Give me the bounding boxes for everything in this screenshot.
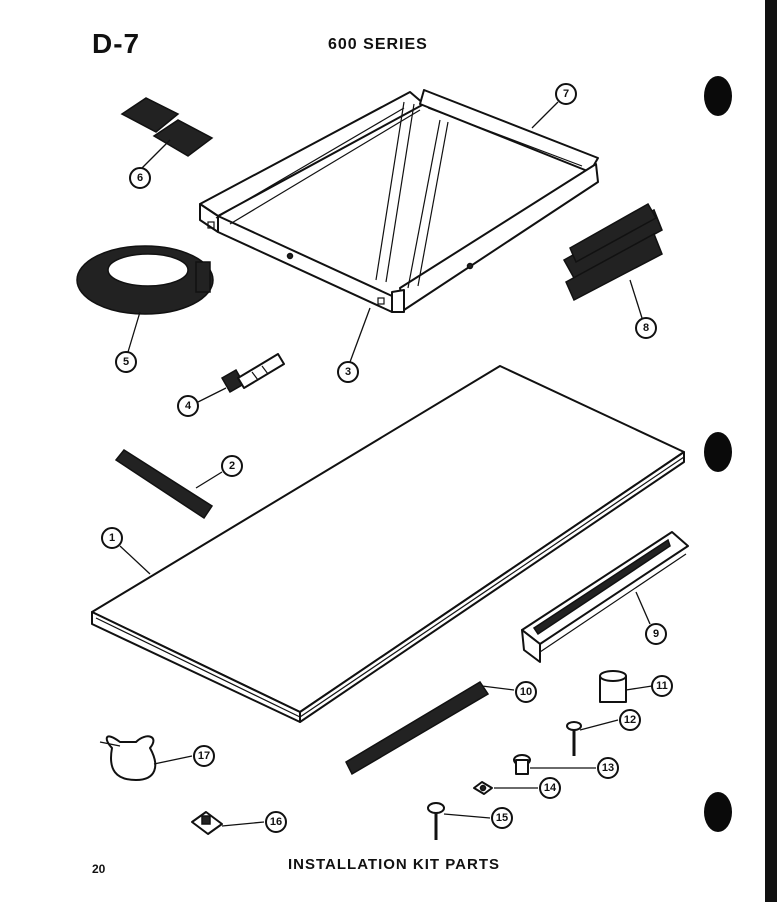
svg-text:2: 2 [229, 460, 235, 472]
binder-hole-middle [704, 432, 732, 472]
callout-4: 4 [177, 395, 199, 417]
part-4-bolt [220, 353, 285, 394]
part-12-screw [566, 721, 582, 756]
part-15-screw [427, 802, 445, 840]
callout-8: 8 [635, 317, 657, 339]
part-7-frame [199, 89, 599, 313]
callout-9: 9 [645, 623, 667, 645]
callout-2: 2 [221, 455, 243, 477]
svg-text:6: 6 [137, 172, 143, 184]
diagram-caption: INSTALLATION KIT PARTS [288, 856, 500, 873]
svg-text:15: 15 [496, 812, 508, 824]
svg-text:8: 8 [643, 322, 649, 334]
binder-hole-bottom [704, 792, 732, 832]
part-5-roll [76, 245, 214, 315]
scan-edge-bar [765, 0, 777, 902]
svg-text:12: 12 [624, 714, 636, 726]
svg-text:11: 11 [656, 680, 668, 692]
part-8-strips [562, 202, 663, 302]
part-9-rail [521, 531, 689, 663]
svg-text:1: 1 [109, 532, 115, 544]
callout-16: 16 [265, 811, 287, 833]
svg-text:5: 5 [123, 356, 129, 368]
svg-text:3: 3 [345, 366, 351, 378]
svg-text:17: 17 [198, 750, 210, 762]
svg-text:14: 14 [544, 782, 557, 794]
svg-text:13: 13 [602, 762, 614, 774]
callout-15: 15 [491, 807, 513, 829]
callout-10: 10 [515, 681, 537, 703]
svg-text:16: 16 [270, 816, 282, 828]
part-6-pads [120, 97, 214, 157]
callout-7: 7 [555, 83, 577, 105]
svg-text:9: 9 [653, 628, 659, 640]
leader-lines [119, 101, 653, 827]
callout-6: 6 [129, 167, 151, 189]
callout-5: 5 [115, 351, 137, 373]
part-1-panel [91, 365, 685, 723]
callout-12: 12 [619, 709, 641, 731]
part-13-plug [513, 754, 531, 775]
callout-17: 17 [193, 745, 215, 767]
part-17-bag [99, 735, 157, 781]
callout-13: 13 [597, 757, 619, 779]
callout-11: 11 [651, 675, 673, 697]
part-16-clip [191, 811, 223, 835]
diagram-code: D-7 [92, 28, 141, 59]
binder-hole-top [704, 76, 732, 116]
svg-text:7: 7 [563, 88, 569, 100]
callout-3: 3 [337, 361, 359, 383]
page-number: 20 [92, 862, 106, 876]
part-10-strip [345, 680, 490, 776]
svg-text:10: 10 [520, 686, 532, 698]
callout-1: 1 [101, 527, 123, 549]
part-11-cap [599, 670, 627, 703]
callout-14: 14 [539, 777, 561, 799]
series-title: 600 SERIES [328, 36, 428, 53]
svg-text:4: 4 [185, 400, 192, 412]
part-2-strip [114, 449, 214, 520]
part-14-nut [473, 781, 493, 795]
